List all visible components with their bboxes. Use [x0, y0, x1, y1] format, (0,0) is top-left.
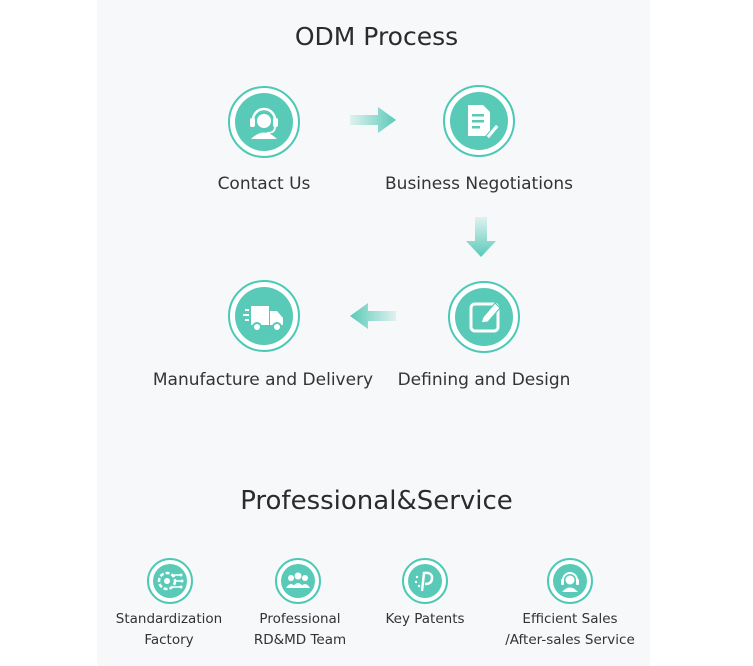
arrow-right-icon — [350, 105, 398, 135]
edit-icon — [455, 288, 513, 346]
business-negotiations-step — [443, 85, 515, 157]
gear-circuit-icon — [153, 564, 187, 598]
odm-process-title: ODM Process — [294, 22, 459, 51]
content-panel — [97, 0, 650, 666]
sales-service-badge — [547, 558, 593, 604]
team-icon — [281, 564, 315, 598]
headset-icon — [553, 564, 587, 598]
step-label-manufacture-and-delivery: Manufacture and Delivery — [152, 370, 374, 390]
service-line-2: Factory — [144, 632, 194, 648]
defining-and-design-step — [448, 281, 520, 353]
service-line-2: RD&MD Team — [253, 632, 347, 648]
service-label-rd-team: Professional RD&MD Team — [245, 609, 355, 651]
rd-team-badge — [275, 558, 321, 604]
patent-icon — [408, 564, 442, 598]
key-patents-badge — [402, 558, 448, 604]
service-line-1: Efficient Sales — [522, 611, 618, 627]
standardization-factory-badge — [147, 558, 193, 604]
truck-icon — [235, 287, 293, 345]
professional-service-title: Professional&Service — [240, 486, 513, 516]
step-label-contact-us: Contact Us — [217, 174, 311, 194]
service-line-1: Key Patents — [385, 611, 465, 627]
step-label-business-negotiations: Business Negotiations — [385, 174, 573, 194]
contact-us-step — [228, 86, 300, 158]
service-label-standardization-factory: Standardization Factory — [108, 609, 230, 651]
arrow-left-icon — [348, 301, 396, 331]
service-label-key-patents: Key Patents — [370, 609, 480, 630]
manufacture-and-delivery-step — [228, 280, 300, 352]
arrow-down-icon — [466, 217, 496, 259]
service-line-1: Standardization — [115, 611, 223, 627]
service-line-2: /After-sales Service — [505, 632, 635, 648]
service-label-sales-service: Efficient Sales /After-sales Service — [490, 609, 650, 651]
document-pen-icon — [450, 92, 508, 150]
headset-icon — [235, 93, 293, 151]
service-line-1: Professional — [259, 611, 341, 627]
step-label-defining-and-design: Defining and Design — [397, 370, 571, 390]
